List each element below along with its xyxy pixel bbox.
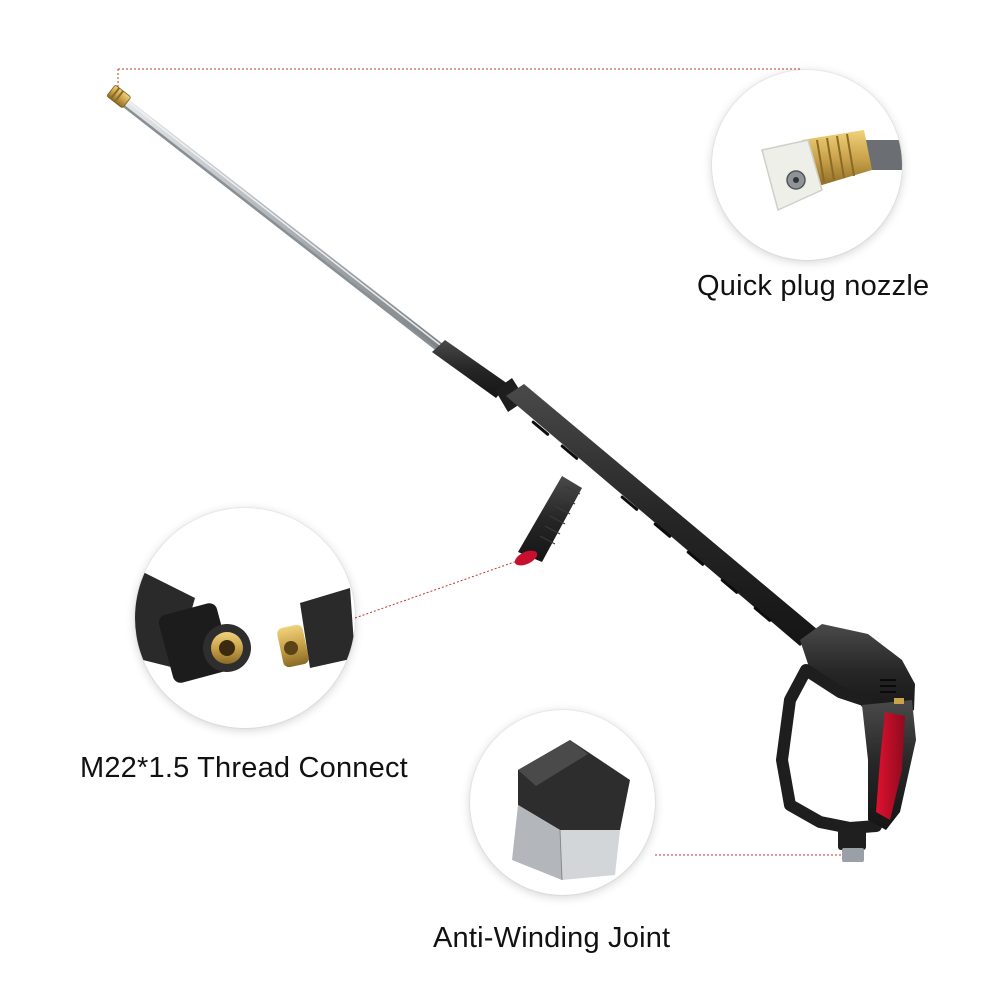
nozzle-detail-circle — [712, 70, 902, 260]
thread-label: M22*1.5 Thread Connect — [80, 752, 408, 784]
gun-body — [776, 624, 916, 862]
leader-lines — [117, 68, 842, 856]
thread-detail-circle — [135, 508, 355, 728]
leader-line-thread — [354, 559, 521, 619]
side-handle — [514, 476, 582, 566]
joint-label: Anti-Winding Joint — [433, 922, 671, 954]
swivel-joint-icon — [512, 740, 630, 881]
nozzle-label: Quick plug nozzle — [697, 270, 930, 302]
thread-connector-icon — [135, 568, 355, 683]
nozzle-tip — [107, 85, 131, 108]
front-tube — [432, 340, 818, 646]
lance-rod — [120, 97, 450, 357]
quick-plug-nozzle-icon — [761, 130, 902, 212]
joint-detail-circle — [470, 710, 655, 895]
